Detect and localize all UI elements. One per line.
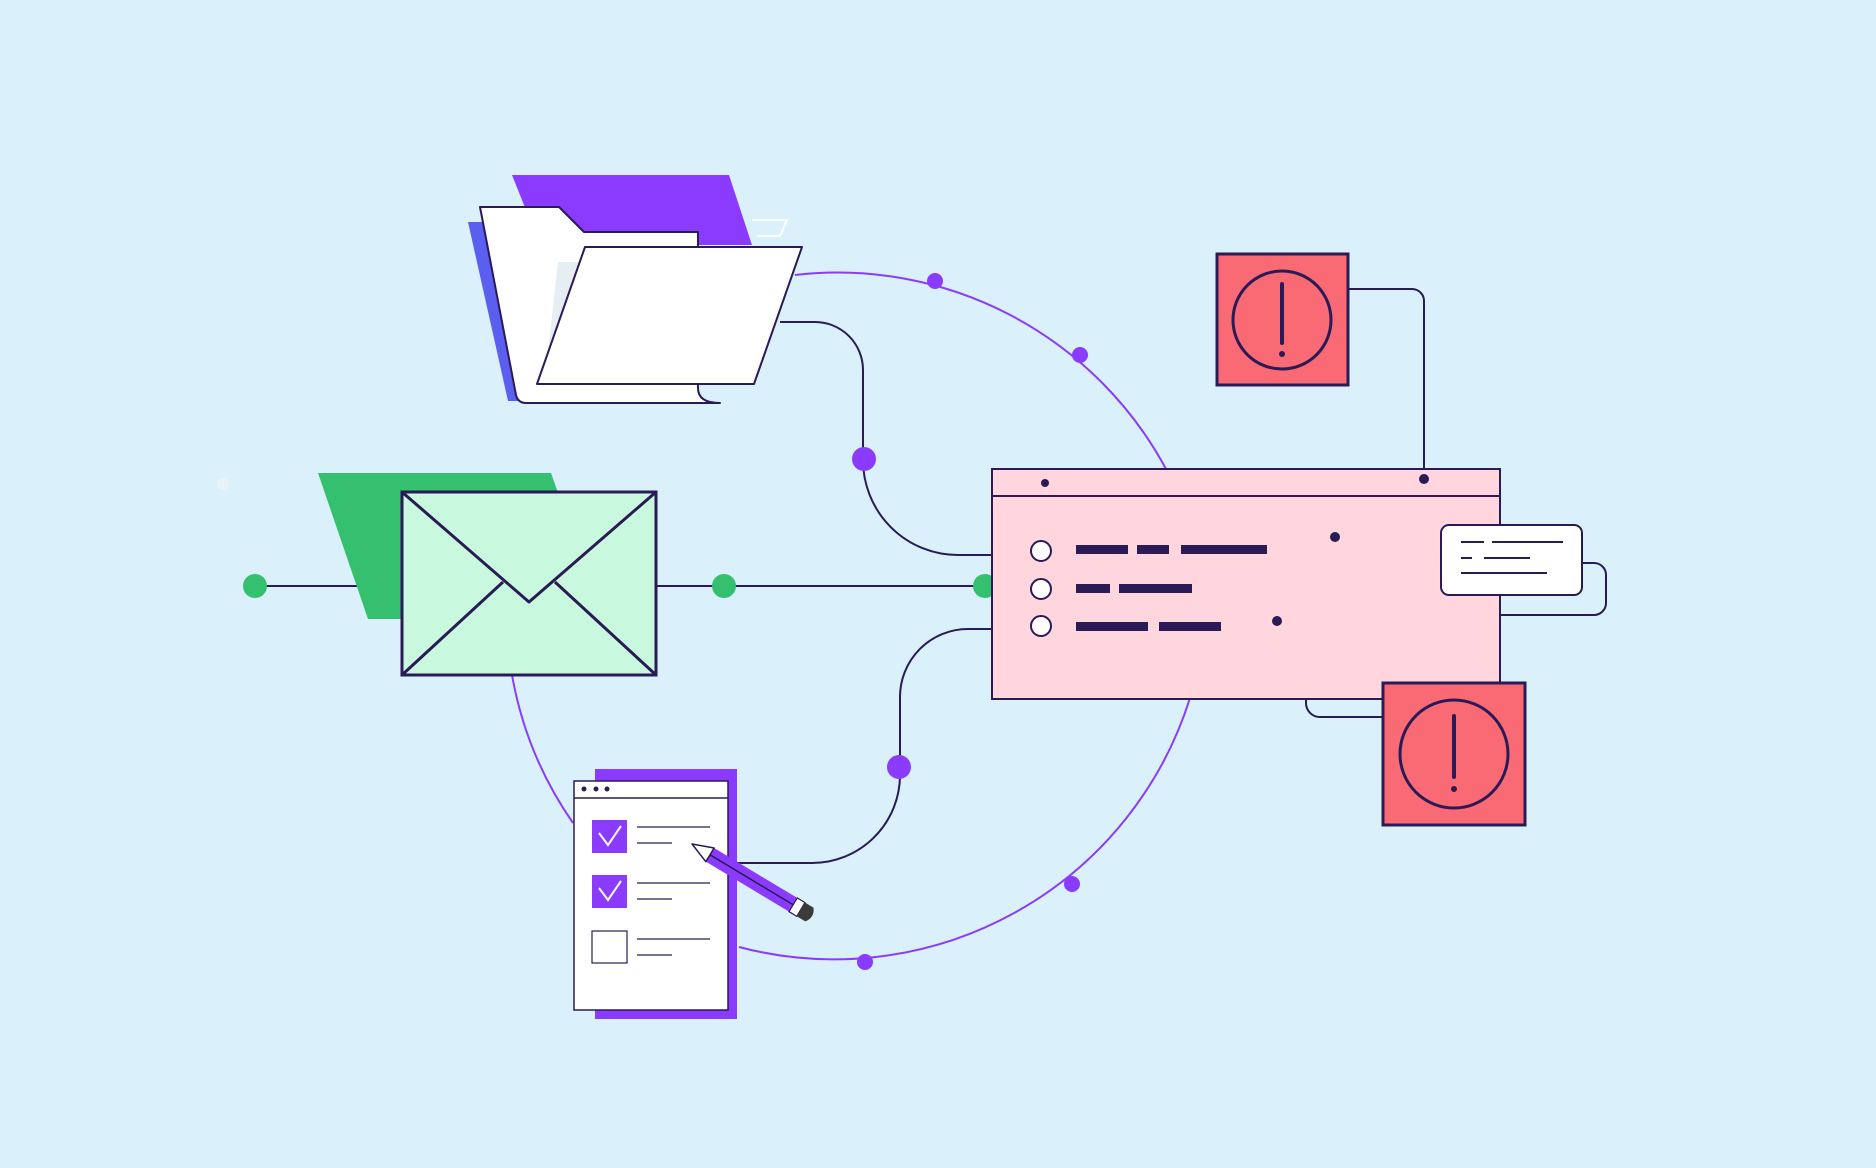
envelope-icon [318, 473, 658, 677]
radio-circle [1030, 615, 1052, 637]
checkbox-empty [591, 930, 628, 964]
checklist-item [592, 820, 710, 853]
check-mark-icon [598, 825, 622, 847]
orbit-node [857, 954, 873, 970]
list-row [1030, 578, 1192, 600]
open-folder-icon [468, 175, 803, 404]
purple-node [852, 447, 876, 471]
orbit-arc-bottom [738, 697, 1191, 961]
connector-alert-top [1348, 288, 1425, 478]
orbit-arc-left [511, 674, 574, 824]
browser-window-icon [991, 468, 1501, 700]
green-node [243, 574, 267, 598]
window-dot [1041, 479, 1049, 487]
list-row [1030, 615, 1221, 637]
pencil-eraser [796, 902, 814, 922]
window-port [1419, 474, 1429, 484]
orbit-node [1064, 876, 1080, 892]
orbit-nodes [857, 273, 1088, 970]
orbit-node [927, 273, 943, 289]
envelope-folds [400, 580, 658, 677]
checkbox-checked [592, 820, 627, 853]
radio-circle [1030, 540, 1052, 562]
orbit-arc-top [794, 271, 1167, 470]
checklist-item [592, 875, 710, 908]
alert-box-top [1215, 252, 1350, 387]
checklist-window-dots [581, 786, 610, 792]
alert-circle [1398, 698, 1510, 810]
orbit-node [1072, 347, 1088, 363]
orbit-ring [511, 271, 1191, 961]
list-row [1030, 540, 1267, 562]
checklist-item [591, 930, 710, 964]
faint-dot [217, 478, 229, 490]
checkbox-checked [592, 875, 627, 908]
window-frame [991, 468, 1501, 700]
tooltip-box [1440, 524, 1583, 596]
pencil-icon [691, 843, 814, 922]
pencil-tip [691, 843, 715, 863]
green-node [712, 574, 736, 598]
exclamation-alert-icon [1215, 252, 1350, 387]
alert-circle [1231, 269, 1333, 371]
connector-port [1330, 532, 1340, 542]
checklist-document-icon [573, 769, 737, 1019]
exclamation-alert-icon [1381, 681, 1527, 827]
connector-port [1272, 616, 1282, 626]
speech-bubble-icon [1440, 524, 1583, 596]
folder-paper-edge [752, 219, 789, 237]
envelope-flap [401, 490, 657, 604]
folder-front-flap [536, 246, 803, 385]
envelope-back-green [318, 473, 562, 619]
envelope-body [400, 490, 658, 677]
radio-circle [1030, 578, 1052, 600]
tooltip-lines [1461, 541, 1563, 574]
purple-node [887, 755, 911, 779]
check-mark-icon [598, 880, 622, 902]
